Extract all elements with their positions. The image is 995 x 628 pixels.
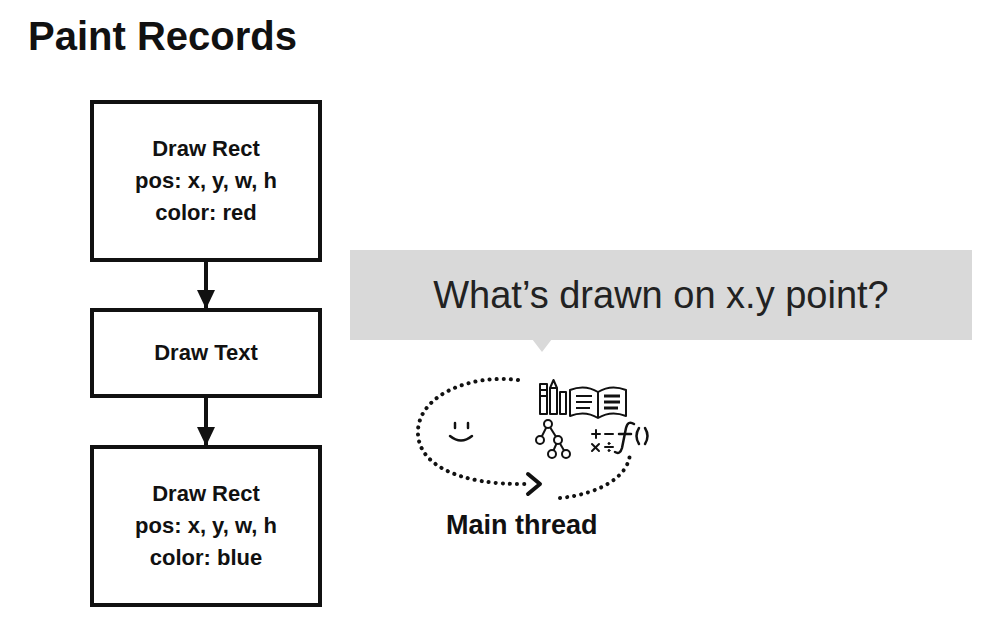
node-heading: Draw Rect: [152, 133, 260, 165]
paint-record-box: Draw Text: [90, 308, 322, 398]
book-icon: [570, 387, 626, 418]
bubble-pointer: [532, 339, 552, 352]
diagram-title: Paint Records: [28, 14, 297, 59]
flow-arrow: [204, 398, 208, 445]
paint-record-box: Draw Rectpos: x, y, w, hcolor: blue: [90, 445, 322, 607]
node-heading: Draw Text: [154, 337, 258, 369]
node-heading: Draw Rect: [152, 478, 260, 510]
loop-arrowhead: [528, 474, 540, 494]
node-heading: What’s drawn on x.y point?: [433, 274, 889, 317]
thread-loop: [418, 379, 630, 498]
paint-record-box: Draw Rectpos: x, y, w, hcolor: red: [90, 100, 322, 262]
node-detail: pos: x, y, w, h: [135, 510, 277, 542]
node-detail: pos: x, y, w, h: [135, 165, 277, 197]
smiley-face: [450, 423, 472, 441]
node-detail: color: red: [155, 197, 256, 229]
math-signs: [592, 430, 613, 452]
thread-label: Main thread: [446, 510, 598, 541]
speech-bubble: What’s drawn on x.y point?: [350, 250, 972, 340]
pencil-icons: [540, 380, 566, 414]
flow-arrow: [204, 262, 208, 308]
function-symbol: [615, 423, 648, 453]
tree-icon: [536, 420, 570, 458]
node-detail: color: blue: [150, 542, 262, 574]
